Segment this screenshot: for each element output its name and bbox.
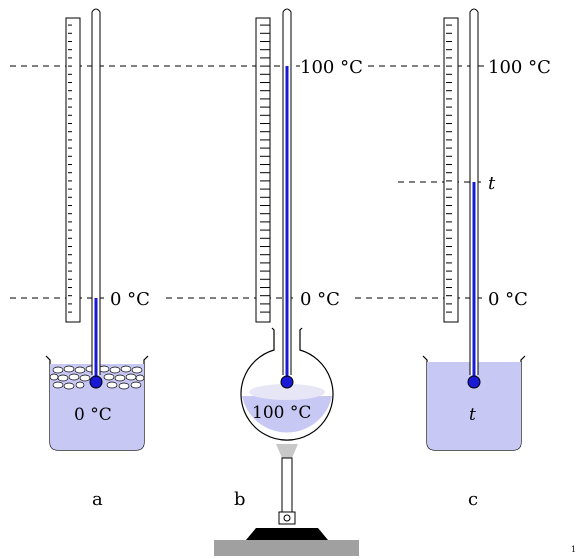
- caption-b: b: [234, 489, 246, 510]
- caption-a: a: [92, 489, 103, 510]
- label-0c-b: 0 °C: [300, 289, 340, 310]
- liquid-label-c: t: [469, 405, 476, 425]
- liquid-b: [242, 396, 332, 433]
- label-0c-a: 0 °C: [110, 289, 150, 310]
- burner-base: [246, 528, 328, 540]
- setup-c: 100 °C t 0 °C t c: [422, 8, 551, 510]
- stand-base: [214, 540, 359, 556]
- bulb-b: [280, 375, 294, 389]
- burner-tube: [281, 457, 293, 515]
- steam-b: [249, 384, 325, 400]
- reference-lines: [10, 65, 484, 299]
- flame-b: [276, 444, 298, 458]
- scale-c-ticks: [446, 22, 458, 318]
- mercury-b: [285, 66, 289, 380]
- setup-b: 100 °C 0 °C 100 °C b: [214, 8, 363, 556]
- liquid-label-a: 0 °C: [74, 405, 112, 425]
- valve-knob: [283, 514, 291, 522]
- label-0c-c: 0 °C: [488, 289, 528, 310]
- label-100c-b: 100 °C: [300, 57, 363, 78]
- scale-a-ticks: [68, 22, 80, 318]
- ice-chunks: [49, 365, 145, 390]
- bulb-c: [467, 375, 481, 389]
- thermometer-a: [91, 8, 101, 375]
- liquid-c: [427, 362, 521, 450]
- scale-b-ticks: [258, 22, 270, 318]
- corner-mark: 1: [571, 545, 576, 554]
- caption-c: c: [468, 489, 478, 510]
- mercury-c: [472, 182, 476, 380]
- label-100c-c: 100 °C: [488, 57, 551, 78]
- setup-a: 0 °C 0 °C a: [45, 8, 150, 510]
- bulb-a: [89, 375, 103, 389]
- liquid-label-b: 100 °C: [252, 403, 311, 423]
- mercury-a: [94, 298, 98, 380]
- label-t-c: t: [488, 173, 496, 194]
